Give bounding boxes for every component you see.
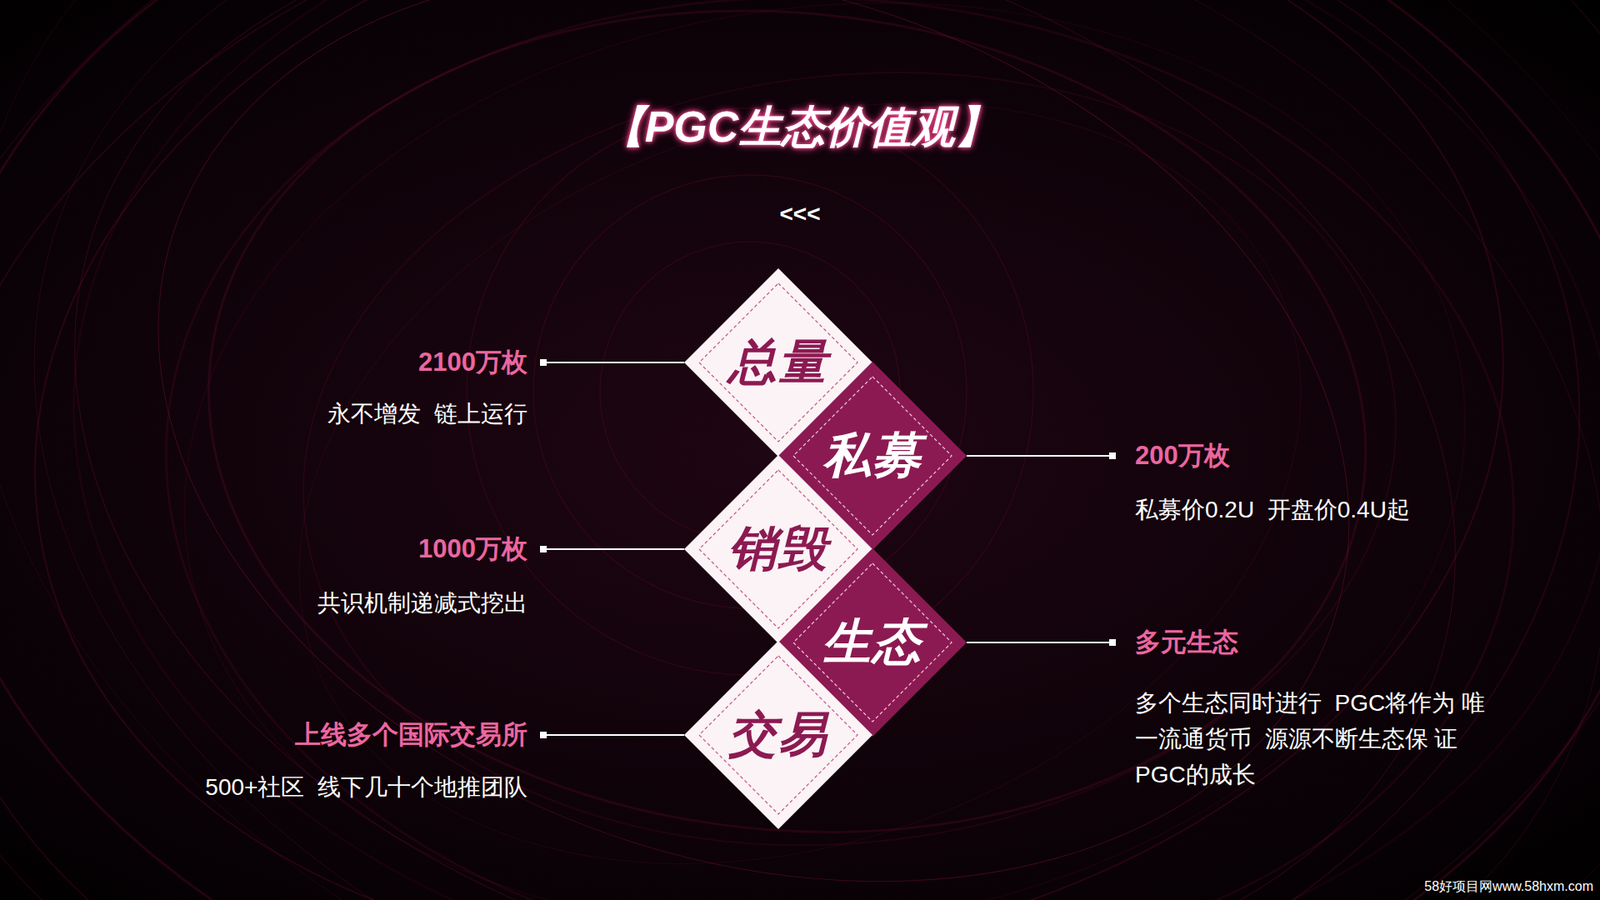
value-heading: 多元生态 — [1135, 625, 1239, 660]
leader-end-square — [1109, 639, 1116, 646]
value-body: 永不增发 链上运行 — [327, 398, 528, 430]
diamond-label: 交易 — [728, 702, 829, 768]
swirl-stroke — [466, 108, 1034, 675]
leader-line — [966, 641, 1113, 644]
leader-line — [966, 455, 1113, 457]
watermark: 58好项目网www.58hxm.com — [1424, 878, 1594, 896]
diamond-label: 销毁 — [728, 516, 829, 582]
diamond-label: 总量 — [728, 330, 829, 395]
value-body: 共识机制递减式挖出 — [317, 587, 528, 620]
swirl-stroke — [167, 0, 1407, 889]
value-body: 私募价0.2U 开盘价0.4U起 — [1135, 494, 1410, 526]
leader-end-square — [540, 359, 547, 366]
diamond-dashed-border — [699, 655, 858, 815]
leader-line — [543, 734, 685, 736]
value-heading: 1000万枚 — [418, 531, 528, 567]
value-heading: 200万枚 — [1135, 438, 1230, 474]
slide-title: 【PGC生态价值观】 — [601, 98, 1000, 157]
chevron-mark: <<< — [779, 200, 820, 228]
value-body: 多个生态同时进行 PGC将作为 唯一流通货币 源源不断生态保 证PGC的成长 — [1135, 685, 1485, 793]
leader-end-square — [540, 731, 547, 739]
swirl-stroke — [125, 0, 1555, 900]
leader-end-square — [1109, 452, 1116, 460]
value-heading: 上线多个国际交易所 — [295, 717, 528, 753]
swirl-stroke — [124, 0, 1526, 900]
swirl-stroke — [35, 0, 1600, 900]
diamond-label: 私募 — [822, 423, 923, 489]
leader-end-square — [540, 545, 547, 553]
value-diamond: 交易 — [684, 640, 873, 830]
leader-line — [543, 548, 685, 550]
value-heading: 2100万枚 — [418, 345, 528, 380]
diamond-label: 生态 — [822, 610, 923, 675]
value-body: 500+社区 线下几十个地推团队 — [205, 771, 528, 804]
diamond-fill — [684, 640, 873, 830]
swirl-stroke — [258, 11, 1440, 900]
swirl-stroke — [533, 175, 967, 609]
leader-line — [543, 361, 685, 364]
swirl-stroke — [34, 0, 1474, 900]
